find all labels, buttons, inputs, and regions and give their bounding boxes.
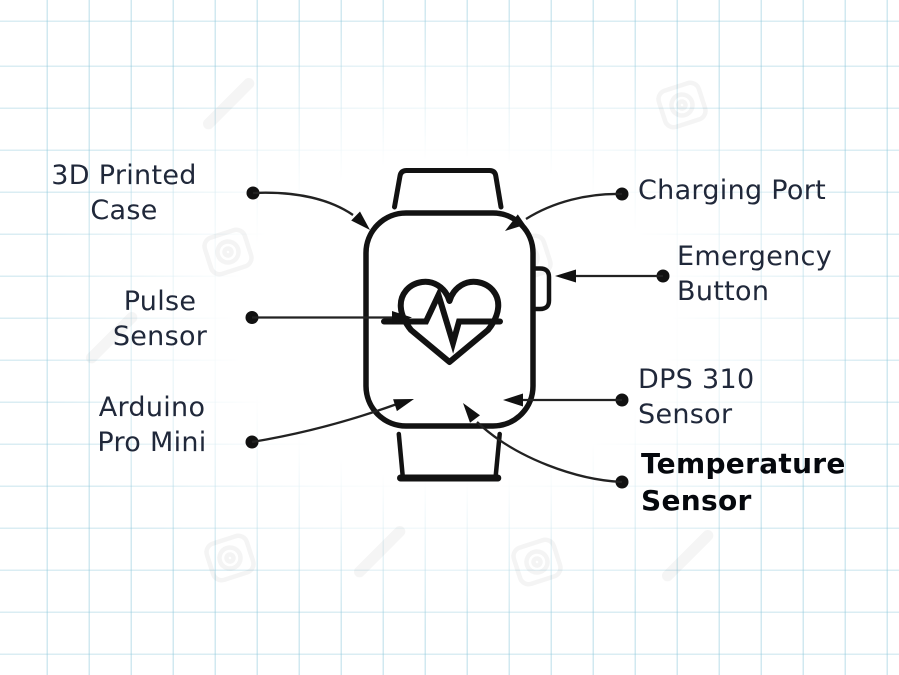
camera-watermark-icon [202,227,254,277]
label-line: Charging Port [638,175,827,206]
smartwatch-outline [363,168,552,482]
heart-outline [397,278,502,365]
leader-temperature-sensor [463,403,629,489]
leader-emergency-button [555,269,670,283]
arrow-head [503,393,523,407]
camera-watermark-icon [204,533,256,583]
watermark-text-smudge [85,311,138,364]
leader-line [476,421,623,484]
label-charging-port: Charging Port [638,173,826,208]
label-line: Arduino [98,392,206,423]
label-3d-printed-case: 3D Printed Case [24,158,224,228]
leader-line [252,191,354,216]
label-arduino-pro-mini: Arduino Pro Mini [52,390,252,460]
label-pulse-sensor: Pulse Sensor [60,284,260,354]
label-line: 3D Printed [51,160,197,191]
label-line: Emergency [677,241,832,272]
label-line: DPS 310 [638,364,755,395]
leader-charging-port [505,187,629,231]
label-temperature-sensor: Temperature Sensor [641,445,846,519]
label-line: Sensor [112,321,208,352]
leader-pulse-sensor [245,311,412,324]
arrow-head [351,211,370,230]
label-line: Sensor [641,484,752,517]
arrow-head [463,403,480,423]
watch-side-button [532,266,552,312]
leader-3d-printed-case [246,186,370,230]
watch-case [363,210,536,429]
label-line: Case [90,195,158,226]
camera-watermark-icon [511,537,563,587]
label-line: Button [677,276,770,307]
pulse-ecg-line [381,286,503,354]
label-emergency-button: Emergency Button [677,239,832,309]
leader-line [251,402,398,444]
camera-watermark-icon [656,80,708,130]
heart-pulse-icon [381,278,503,365]
watch-top-strap [392,168,504,210]
watermark-layer [85,77,714,587]
arrow-head [505,214,525,231]
leader-arduino-pro-mini [245,399,414,449]
watermark-text-smudge [661,529,714,582]
watermark-text-smudge [353,525,406,578]
label-line: Pulse [123,286,197,317]
arrow-head [393,399,414,412]
label-line: Temperature [641,447,846,480]
arrow-head [392,311,412,324]
label-line: Sensor [638,399,733,430]
leader-dps-310-sensor [503,393,629,407]
label-dps-310-sensor: DPS 310 Sensor [638,362,754,432]
arrow-head [555,269,576,283]
leader-lines [245,186,670,489]
leader-line [525,192,623,220]
watch-bottom-strap [396,431,502,482]
label-line: Pro Mini [97,427,207,458]
watermark-text-smudge [202,77,255,130]
